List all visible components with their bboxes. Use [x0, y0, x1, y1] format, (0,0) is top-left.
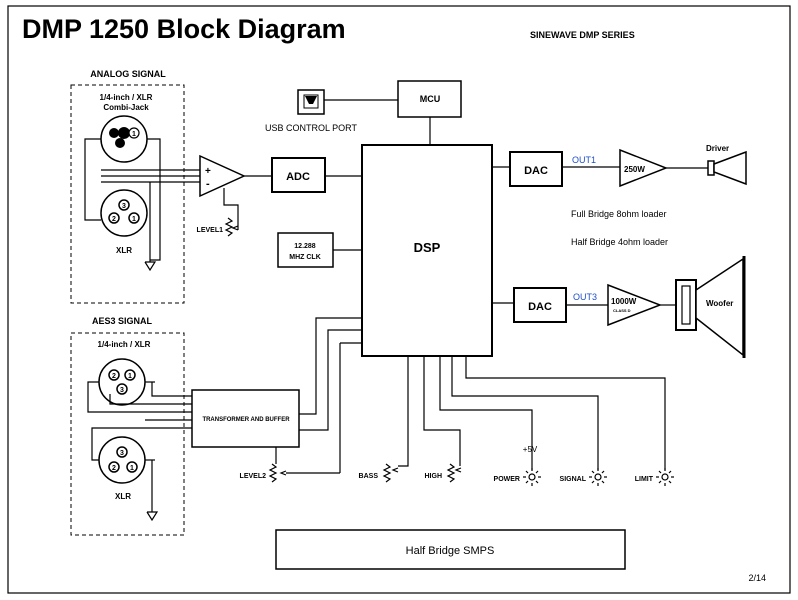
- note-full-bridge: Full Bridge 8ohm loader: [571, 209, 667, 219]
- aes3-bottom-pin-3: 3: [120, 450, 124, 457]
- aes3-jack-label: 1/4-inch / XLR: [98, 340, 151, 349]
- adc-block: [271, 157, 326, 193]
- mcu-label: MCU: [420, 94, 441, 104]
- high-potentiometer: [446, 463, 462, 483]
- analog-xlr-pin-2: 2: [112, 216, 116, 223]
- aes3-top-xlr-connector: 2 1 3: [98, 358, 146, 406]
- dac1-label: DAC: [524, 165, 548, 177]
- high-label: HIGH: [425, 473, 443, 480]
- level1-label: LEVEL1: [197, 227, 224, 234]
- combi-pin-1: 1: [132, 131, 136, 138]
- power-led-icon: [523, 468, 541, 486]
- opamp-plus: +: [205, 166, 211, 177]
- analog-xlr-label: XLR: [116, 246, 132, 255]
- aes3-wiring: [87, 381, 192, 522]
- bass-potentiometer: [382, 463, 399, 483]
- level2-potentiometer: [268, 342, 362, 483]
- level1-wiring: [223, 175, 272, 230]
- amp2-label: 1000W: [611, 297, 637, 306]
- page-number: 2/14: [748, 573, 766, 583]
- woofer-speaker-icon: [675, 256, 746, 358]
- smps-block: [275, 529, 626, 570]
- transformer-buffer-block: [191, 389, 300, 448]
- out1-label: OUT1: [572, 155, 596, 165]
- analog-signal-group: [70, 84, 185, 304]
- note-half-bridge: Half Bridge 4ohm loader: [571, 237, 668, 247]
- power-label: POWER: [494, 476, 520, 483]
- page-subtitle: SINEWAVE DMP SERIES: [530, 30, 635, 40]
- aes3-top-pin-3: 3: [120, 387, 124, 394]
- aes3-top-pin-1: 1: [128, 373, 132, 380]
- amp1-label: 250W: [624, 165, 645, 174]
- analog-xlr-pin-1: 1: [132, 216, 136, 223]
- opamp-minus: -: [206, 178, 210, 190]
- amp1-triangle: [619, 148, 669, 188]
- aes3-top-pin-2: 2: [112, 373, 116, 380]
- amp2-triangle: [607, 283, 663, 327]
- v5-label: +5V: [523, 445, 538, 454]
- dsp-block: [361, 144, 493, 357]
- aes3-bottom-pin-1: 1: [130, 465, 134, 472]
- transformer-buffer-label: TRANSFORMER AND BUFFER: [202, 417, 290, 423]
- amp2-sublabel: CLASS D: [613, 308, 631, 313]
- combi-jack-connector: 1: [100, 115, 148, 163]
- dac2-label: DAC: [528, 301, 552, 313]
- dsp-bottom-wiring: [398, 356, 666, 470]
- clock-label-2: MHZ CLK: [289, 254, 321, 261]
- level1-potentiometer: [224, 217, 239, 237]
- dsp-label: DSP: [414, 240, 441, 255]
- limit-label: LIMIT: [635, 476, 654, 483]
- mcu-block: [397, 80, 462, 118]
- usb-control-port-label: USB CONTROL PORT: [265, 123, 358, 133]
- aes3-signal-group: [70, 332, 185, 536]
- limit-led-icon: [656, 468, 674, 486]
- signal-led-icon: [589, 468, 607, 486]
- analog-wiring: [84, 138, 200, 272]
- driver-label: Driver: [706, 144, 729, 153]
- aes3-bottom-pin-2: 2: [112, 465, 116, 472]
- aes3-xlr-label: XLR: [115, 492, 131, 501]
- smps-label: Half Bridge SMPS: [406, 545, 495, 557]
- combi-jack-label-2: Combi-Jack: [103, 103, 149, 112]
- dac1-block: [509, 151, 563, 187]
- page-frame: [7, 5, 791, 594]
- analog-xlr-connector: 3 2 1: [100, 189, 148, 237]
- bass-label: BASS: [359, 473, 379, 480]
- clock-label-1: 12.288: [294, 243, 316, 250]
- combi-jack-label-1: 1/4-inch / XLR: [100, 93, 153, 102]
- adc-label: ADC: [286, 171, 310, 183]
- usb-port-icon: [297, 89, 325, 115]
- analog-signal-title: ANALOG SIGNAL: [90, 69, 166, 79]
- woofer-label: Woofer: [706, 299, 733, 308]
- signal-label: SIGNAL: [560, 476, 587, 483]
- aes3-signal-title: AES3 SIGNAL: [92, 316, 153, 326]
- aes3-bottom-xlr-connector: 3 2 1: [98, 436, 146, 484]
- transformer-dsp-wiring: [275, 317, 362, 464]
- analog-xlr-pin-3: 3: [122, 203, 126, 210]
- input-opamp: + -: [199, 154, 246, 198]
- driver-horn-icon: [707, 150, 747, 186]
- page-title: DMP 1250 Block Diagram: [22, 14, 346, 44]
- level2-label: LEVEL2: [240, 473, 267, 480]
- out3-label: OUT3: [573, 292, 597, 302]
- clock-block: [277, 232, 334, 268]
